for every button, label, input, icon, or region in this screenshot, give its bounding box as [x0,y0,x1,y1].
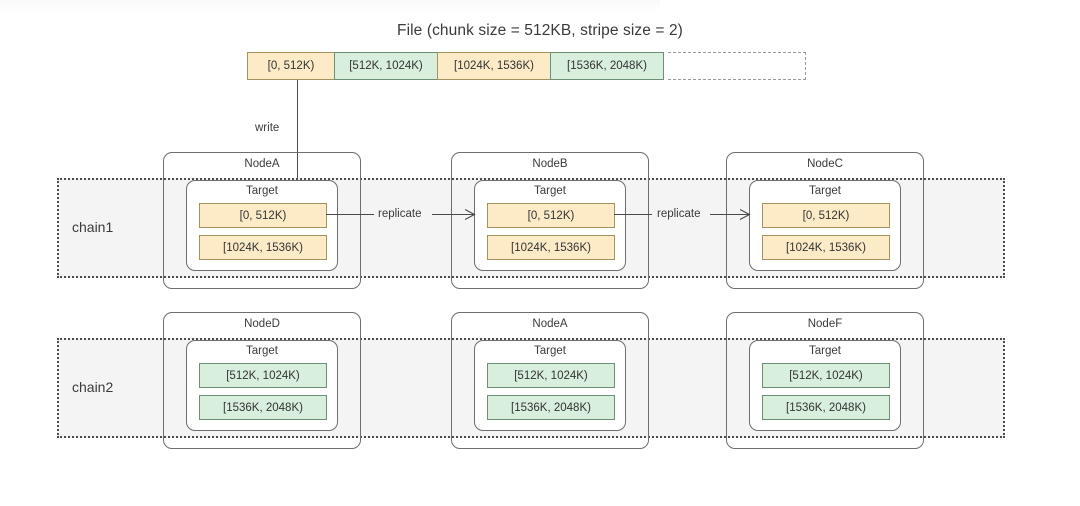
chain2-label: chain2 [72,379,114,395]
file-chunk-0: [0, 512K) [247,52,335,80]
replicate-arrow-head-b-c [740,209,751,220]
node-chain2-noded[interactable]: NodeD [163,312,361,449]
target-label: Target [809,185,841,197]
target-chain1-nodec[interactable]: Target [0, 512K) [1024K, 1536K) [749,180,901,271]
node-label: NodeA [532,318,568,330]
target-chunk: [0, 512K) [487,203,615,228]
file-title: File (chunk size = 512KB, stripe size = … [397,22,683,39]
target-chain1-nodea[interactable]: Target [0, 512K) [1024K, 1536K) [186,180,338,271]
target-label: Target [246,185,278,197]
target-chain2-nodea[interactable]: Target [512K, 1024K) [1536K, 2048K) [474,340,626,431]
node-chain2-nodef[interactable]: NodeF [726,312,924,449]
target-label: Target [534,185,566,197]
target-chunk: [512K, 1024K) [762,363,890,388]
file-continuation-dashed [668,52,806,80]
target-chunk: [0, 512K) [762,203,890,228]
target-chunk: [0, 512K) [199,203,327,228]
replicate-line-b-c-right [710,214,749,215]
node-chain2-nodea[interactable]: NodeA [451,312,649,449]
target-chunk: [1536K, 2048K) [487,395,615,420]
target-chunk: [1024K, 1536K) [487,235,615,260]
node-chain1-nodec[interactable]: NodeC [726,152,924,289]
top-edge-artifact [0,0,660,14]
node-label: NodeF [807,318,843,330]
target-label: Target [534,345,566,357]
file-chunk-2: [1024K, 1536K) [437,52,551,80]
node-chain1-nodea[interactable]: NodeA [163,152,361,289]
file-stripe-bar: [0, 512K) [512K, 1024K) [1024K, 1536K) [… [247,52,664,80]
chain1-label: chain1 [72,219,114,235]
replicate-line-b-c-left [614,214,652,215]
node-chain1-nodeb[interactable]: NodeB [451,152,649,289]
target-chain2-nodef[interactable]: Target [512K, 1024K) [1536K, 2048K) [749,340,901,431]
replicate-label-a-b: replicate [378,208,422,220]
node-label: NodeA [244,158,280,170]
replicate-label-b-c: replicate [657,208,701,220]
target-chunk: [1024K, 1536K) [199,235,327,260]
target-chunk: [1024K, 1536K) [762,235,890,260]
replicate-line-a-b-left [326,214,374,215]
target-chain1-nodeb[interactable]: Target [0, 512K) [1024K, 1536K) [474,180,626,271]
replicate-line-a-b-right [432,214,474,215]
target-chunk: [512K, 1024K) [199,363,327,388]
target-label: Target [246,345,278,357]
file-chunk-3: [1536K, 2048K) [550,52,664,80]
node-label: NodeD [244,318,280,330]
target-chunk: [512K, 1024K) [487,363,615,388]
target-chain2-noded[interactable]: Target [512K, 1024K) [1536K, 2048K) [186,340,338,431]
target-chunk: [1536K, 2048K) [199,395,327,420]
write-arrow-line [297,80,298,185]
write-label: write [255,122,280,134]
node-label: NodeB [532,158,568,170]
replicate-arrow-head-a-b [465,209,476,220]
node-label: NodeC [807,158,843,170]
target-label: Target [809,345,841,357]
target-chunk: [1536K, 2048K) [762,395,890,420]
file-chunk-1: [512K, 1024K) [334,52,438,80]
